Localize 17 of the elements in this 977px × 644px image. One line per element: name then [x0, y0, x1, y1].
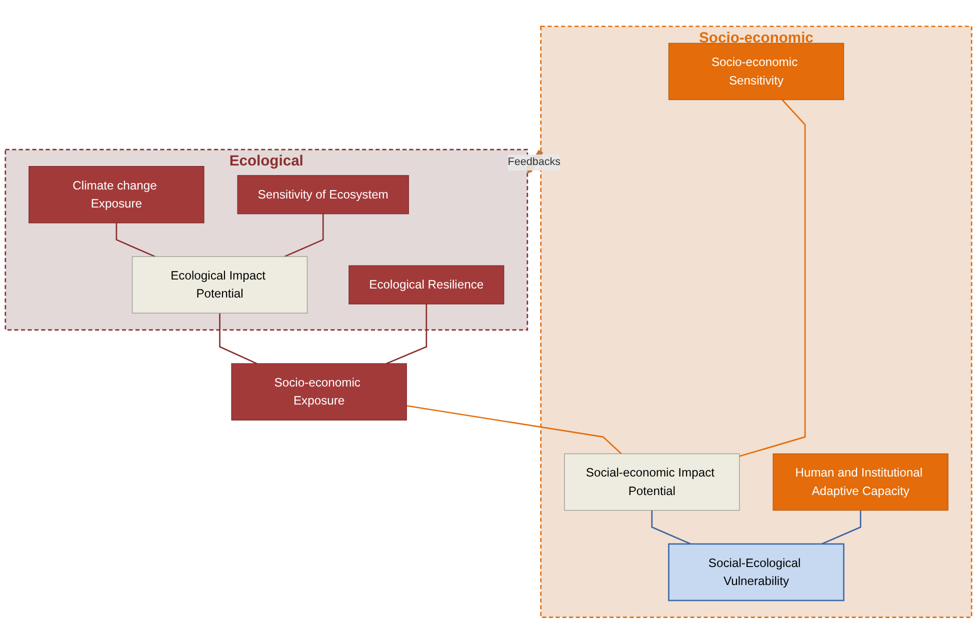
node-box: Sensitivity of Ecosystem — [237, 175, 409, 214]
node-box: Social-economic Impact Potential — [564, 454, 740, 511]
connector — [219, 313, 258, 364]
connector — [116, 223, 156, 258]
node-box: Human and Institutional Adaptive Capacity — [772, 454, 948, 511]
node-box: Social-Ecological Vulnerability — [668, 543, 844, 602]
connector — [739, 99, 806, 458]
node-box: Ecological Impact Potential — [132, 256, 308, 314]
node-box: Ecological Resilience — [348, 265, 504, 304]
connector — [821, 510, 862, 545]
connector — [651, 510, 692, 545]
connector — [386, 304, 428, 364]
node-box: Climate change Exposure — [28, 166, 204, 224]
node-box: Socio-economic Exposure — [231, 363, 407, 421]
edge-label: Feedbacks — [508, 156, 560, 168]
node-box: Socio-economic Sensitivity — [668, 43, 844, 100]
connector — [406, 405, 622, 454]
